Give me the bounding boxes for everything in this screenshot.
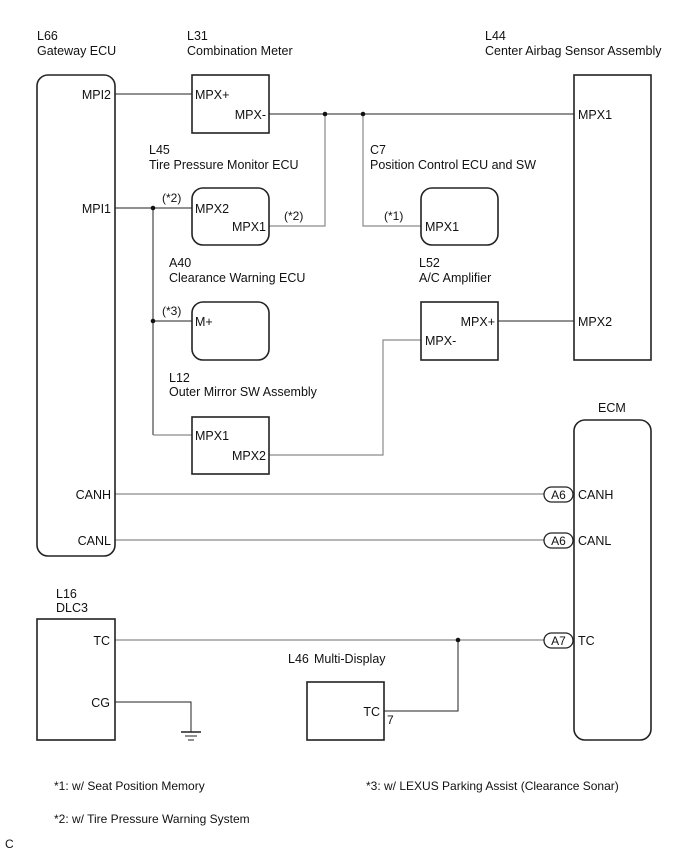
svg-text:A7: A7 [551,634,566,648]
clearance-warning-name: Clearance Warning ECU [169,271,305,285]
footnote-1: *1: w/ Seat Position Memory [54,779,205,793]
ecm-box: CANH CANL TC [573,419,652,741]
combination-meter-box: MPX+ MPX- [191,74,270,134]
ac-amplifier-name: A/C Amplifier [419,271,491,285]
junction-dot [150,318,156,324]
pin-m-plus: M+ [195,315,213,329]
outer-mirror-code: L12 [169,371,190,385]
dlc3-box: TC CG [36,618,116,741]
tire-pressure-code: L45 [149,143,170,157]
gateway-code: L66 [37,29,58,43]
note-clearance: (*3) [162,304,181,318]
dlc3-code: L16 [56,587,77,601]
pin-cg: CG [91,696,110,710]
outer-mirror-name: Outer Mirror SW Assembly [169,385,318,399]
pin-number: 7 [387,713,394,727]
junction-dot [455,637,461,643]
combination-meter-name: Combination Meter [187,44,293,58]
pin-mpx1: MPX1 [578,108,612,122]
dlc3-name: DLC3 [56,601,88,615]
pin-mpx-plus: MPX+ [195,88,229,102]
pin-mpx1: MPX1 [425,220,459,234]
multi-display-name: Multi-Display [314,652,386,666]
multi-display-code: L46 [288,652,309,666]
pin-mpi1: MPI1 [82,202,111,216]
multi-display-box: TC 7 [306,681,394,741]
pin-canh: CANH [76,488,111,502]
pin-mpx2: MPX2 [232,449,266,463]
outer-mirror-box: MPX1 MPX2 [191,416,270,475]
clearance-warning-box: M+ [191,301,270,361]
wire-multi-display [384,640,459,712]
note-tire-out: (*2) [284,209,303,223]
position-control-code: C7 [370,143,386,157]
junction-dot [360,111,366,117]
pin-mpx1: MPX1 [195,429,229,443]
ecm-name: ECM [598,401,626,415]
note-position: (*1) [384,209,403,223]
svg-text:A6: A6 [551,488,566,502]
pin-canh: CANH [578,488,613,502]
tire-pressure-box: MPX2 MPX1 [191,187,270,246]
note-tire-in: (*2) [162,191,181,205]
airbag-code: L44 [485,29,506,43]
airbag-sensor-box: MPX1 MPX2 [573,74,652,361]
position-control-box: MPX1 [420,187,499,246]
pin-canl: CANL [578,534,611,548]
footnote-3: *3: w/ LEXUS Parking Assist (Clearance S… [366,779,619,793]
wire-tire-junction [269,114,326,227]
ac-amplifier-box: MPX+ MPX- [420,301,499,361]
ac-amplifier-code: L52 [419,256,440,270]
pin-canl: CANL [78,534,111,548]
gateway-ecu-box: MPI2 MPI1 CANH CANL [36,74,116,557]
wire-cg-ground [115,701,192,732]
pin-mpx-plus: MPX+ [461,315,495,329]
pin-tc: TC [93,634,110,648]
pin-mpx1: MPX1 [232,220,266,234]
figure-letter: C [5,837,14,851]
wire-mirror-ac [269,339,421,456]
pin-mpi2: MPI2 [82,88,111,102]
junction-dot [322,111,328,117]
combination-meter-code: L31 [187,29,208,43]
connector-a7-tc: A7 [543,632,574,649]
footnote-2: *2: w/ Tire Pressure Warning System [54,812,250,826]
junction-dot [150,205,156,211]
clearance-warning-code: A40 [169,256,191,270]
ground-icon [181,731,201,741]
pin-tc: TC [363,705,380,719]
gateway-name: Gateway ECU [37,44,116,58]
airbag-name: Center Airbag Sensor Assembly [485,44,662,58]
svg-text:A6: A6 [551,534,566,548]
connector-a6-canh: A6 [543,486,574,503]
pin-mpx-minus: MPX- [425,334,456,348]
pin-mpx2: MPX2 [578,315,612,329]
wire-position-branch [362,114,421,227]
tire-pressure-name: Tire Pressure Monitor ECU [149,158,299,172]
pin-mpx-minus: MPX- [235,108,266,122]
connector-a6-canl: A6 [543,532,574,549]
position-control-name: Position Control ECU and SW [370,158,536,172]
pin-tc: TC [578,634,595,648]
pin-mpx2: MPX2 [195,202,229,216]
